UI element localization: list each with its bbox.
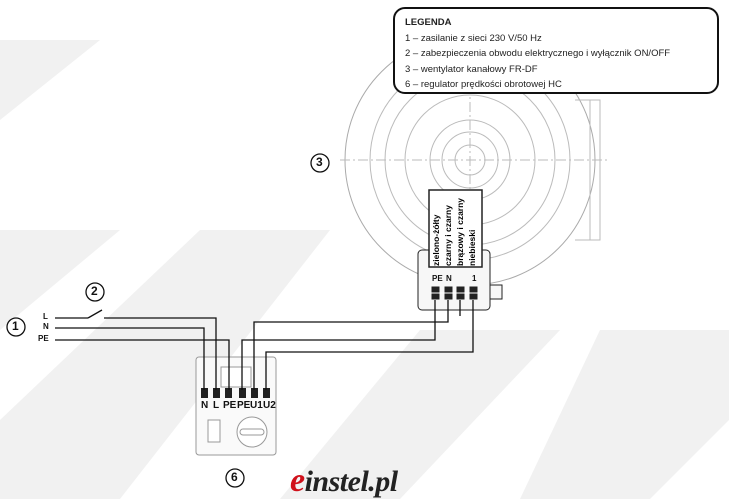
regulator-terminal-label: L — [213, 400, 220, 411]
callout-circles — [6, 153, 330, 488]
legend-item: 6 – regulator prędkości obrotowej HC — [405, 79, 562, 90]
logo-e: e — [290, 462, 305, 499]
background-stripes — [0, 40, 729, 499]
line-l-label: L — [43, 312, 48, 321]
regulator-terminal-label: PE — [223, 400, 237, 411]
wire-color-label: brązowy i czarny — [455, 197, 465, 266]
regulator-terminal-label: U2 — [263, 400, 276, 411]
fan-terminal-label: 1 — [472, 274, 477, 283]
legend-title: LEGENDA — [405, 17, 452, 28]
legend-item: 3 – wentylator kanałowy FR-DF — [405, 63, 538, 75]
line-pe-label: PE — [38, 334, 49, 343]
legend-item: 1 – zasilanie z sieci 230 V/50 Hz — [405, 32, 542, 44]
line-n-label: N — [43, 322, 49, 331]
regulator-terminal-label: N — [201, 400, 209, 411]
fan-terminal-label: N — [446, 274, 452, 283]
wires — [55, 300, 474, 390]
wire-color-label: zielono-żółty — [431, 214, 441, 266]
wire-color-label: niebieski — [467, 229, 477, 266]
fan-terminal-label: PE — [432, 274, 443, 283]
callout-6: 6 — [231, 470, 238, 484]
einstel-logo: einstel.pl — [290, 462, 398, 499]
regulator-terminal-label: PE — [237, 400, 251, 411]
logo-text: instel.pl — [304, 465, 399, 498]
callout-2: 2 — [91, 284, 98, 298]
callout-3: 3 — [316, 155, 323, 169]
wire-color-label: czarny i czarny — [443, 205, 453, 266]
regulator-terminal-label: U1 — [250, 400, 263, 411]
legend-box: LEGENDA 1 – zasilanie z sieci 230 V/50 H… — [393, 7, 719, 94]
legend-item: 2 – zabezpieczenia obwodu elektrycznego … — [405, 48, 671, 59]
fan-terminal-box — [417, 189, 503, 311]
callout-1: 1 — [12, 319, 19, 333]
